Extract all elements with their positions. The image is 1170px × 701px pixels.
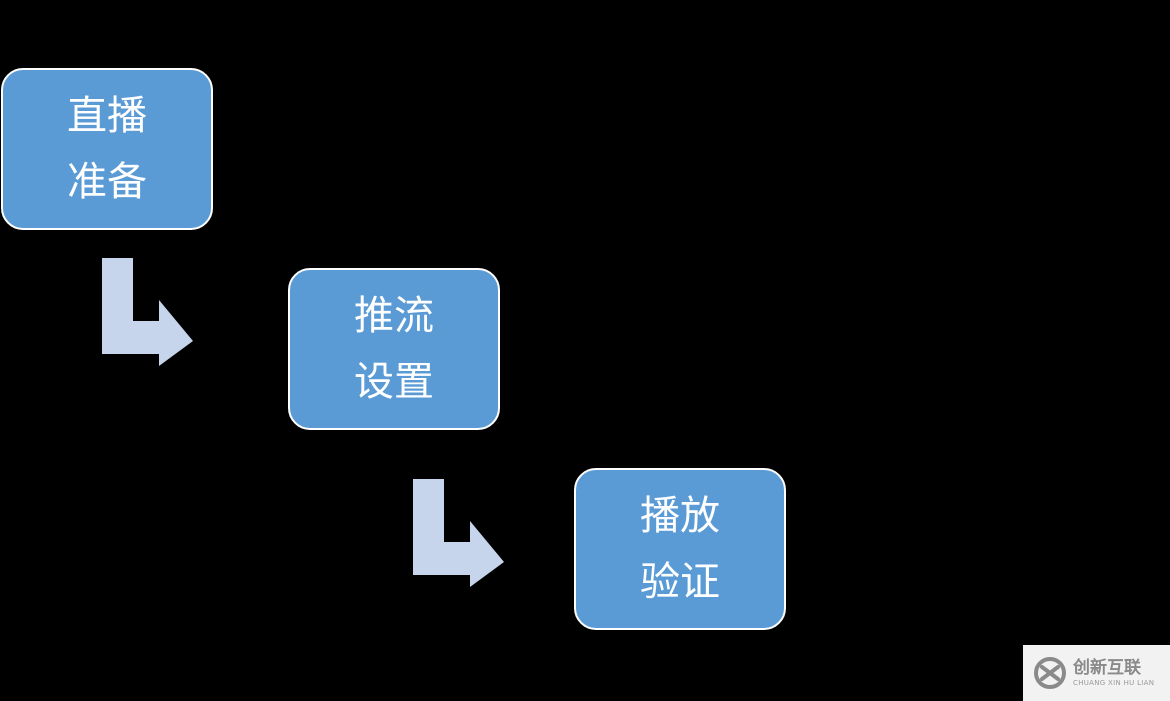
step-label-line1: 播放 — [640, 493, 720, 539]
step-box-live-preparation: 直播 准备 — [1, 68, 213, 230]
step-label-line1: 直播 — [67, 93, 147, 139]
watermark: 创新互联 CHUANG XIN HU LIAN — [1023, 645, 1170, 701]
bent-arrow-icon — [413, 479, 504, 587]
watermark-name-cn: 创新互联 — [1073, 658, 1141, 678]
chuangxin-logo-icon — [1034, 657, 1066, 689]
step-box-stream-push-setup: 推流 设置 — [288, 268, 500, 430]
step-label-line2: 设置 — [354, 359, 434, 405]
watermark-name-en: CHUANG XIN HU LIAN — [1073, 679, 1155, 687]
step-box-playback-verification: 播放 验证 — [574, 468, 786, 630]
bent-arrow-icon — [102, 258, 193, 366]
step-label-line2: 准备 — [67, 159, 147, 205]
step-label-line2: 验证 — [640, 559, 720, 605]
step-label-line1: 推流 — [354, 293, 434, 339]
